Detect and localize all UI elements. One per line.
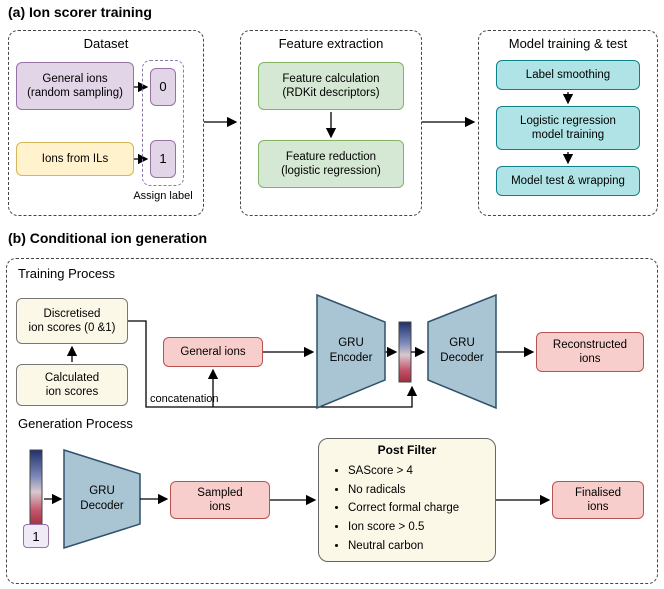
generation-process-title: Generation Process [18,416,133,431]
general-ions-node: General ions (random sampling) [16,62,134,110]
gru-encoder-label: GRU Encoder [329,337,373,364]
post-filter-box [318,438,496,562]
latent-condition-one: 1 [23,524,49,548]
finalised-ions-node: Finalised ions [552,481,644,519]
post-filter-item: Ion score > 0.5 [348,518,498,537]
label-smoothing-node: Label smoothing [496,60,640,90]
post-filter-item: No radicals [348,481,498,500]
assign-label-text: Assign label [133,190,193,202]
concatenation-label: concatenation [150,393,219,405]
ions-from-ils-node: Ions from ILs [16,142,134,176]
post-filter-item: Neutral carbon [348,537,498,556]
gru-decoder-training-label: GRU Decoder [440,337,484,364]
lr-training-node: Logistic regression model training [496,106,640,150]
label-zero-node: 0 [150,68,176,106]
training-process-title: Training Process [18,266,116,281]
section-b-title: (b) Conditional ion generation [8,230,208,246]
conditional-generation-frame [6,258,658,584]
assign-label-frame [142,60,184,186]
feature-calculation-node: Feature calculation (RDKit descriptors) [258,62,404,110]
dataset-title: Dataset [83,36,129,51]
label-one-node: 1 [150,140,176,178]
feature-extraction-title: Feature extraction [278,36,384,51]
dataset-frame [8,30,204,216]
model-test-node: Model test & wrapping [496,166,640,196]
sampled-ions-node: Sampled ions [170,481,270,519]
post-filter-title: Post Filter [377,443,437,457]
feature-reduction-node: Feature reduction (logistic regression) [258,140,404,188]
model-training-frame [478,30,658,216]
general-ions-training-node: General ions [163,337,263,367]
gru-decoder-generation-label: GRU Decoder [80,485,124,512]
calculated-scores-node: Calculated ion scores [16,364,128,406]
reconstructed-ions-node: Reconstructed ions [536,332,644,372]
model-training-title: Model training & test [508,36,628,51]
section-a-title: (a) Ion scorer training [8,4,152,20]
discretised-scores-node: Discretised ion scores (0 &1) [16,298,128,344]
post-filter-item: SAScore > 4 [348,462,498,481]
post-filter-item: Correct formal charge [348,499,498,518]
feature-extraction-frame [240,30,422,216]
post-filter-list: SAScore > 4 No radicals Correct formal c… [332,462,498,555]
